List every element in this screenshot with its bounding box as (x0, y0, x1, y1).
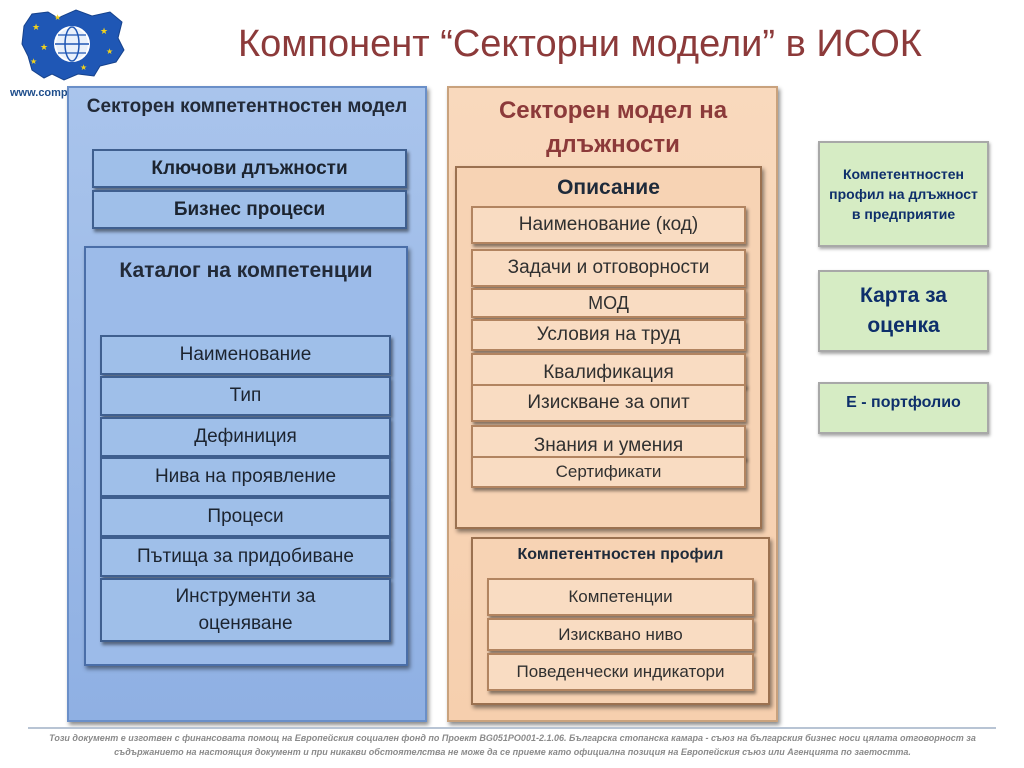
catalog-item-processes: Процеси (100, 497, 391, 537)
description-item-experience: Изискване за опит (471, 384, 746, 422)
catalog-item-proficiency-levels: Нива на проявление (100, 457, 391, 497)
svg-text:★: ★ (30, 57, 37, 66)
catalog-item-acquisition-paths: Пътища за придобиване (100, 537, 391, 577)
footer-disclaimer: Този документ е изготвен с финансовата п… (49, 733, 976, 757)
catalog-item-name: Наименование (100, 335, 391, 375)
enterprise-job-competency-profile-box: Компетентностен профил на длъжност в пре… (818, 141, 989, 247)
profile-item-competencies: Компетенции (487, 578, 754, 616)
svg-text:★: ★ (100, 26, 108, 36)
description-item-name-code: Наименование (код) (471, 206, 746, 244)
svg-text:★: ★ (40, 42, 48, 52)
website-link[interactable]: www.comp (10, 87, 68, 99)
svg-text:★: ★ (32, 22, 40, 32)
sectoral-job-model-heading: Секторен модел на длъжности (498, 97, 728, 158)
logo: ★ ★ ★ ★ ★ ★ ★ (18, 4, 130, 84)
description-item-working-conditions: Условия на труд (471, 319, 746, 351)
svg-text:★: ★ (106, 47, 113, 56)
competency-profile-heading: Компетентностен профил (517, 546, 724, 563)
catalog-item-assessment-tools: Инструменти за оценяване (100, 578, 391, 642)
description-item-knowledge-skills: Знания и умения (471, 425, 746, 459)
job-description-heading: Описание (557, 176, 660, 199)
assessment-card-box: Карта за оценка (818, 270, 989, 352)
catalog-item-type: Тип (100, 376, 391, 416)
bulgaria-map-logo-icon: ★ ★ ★ ★ ★ ★ ★ (21, 9, 125, 81)
description-item-tasks: Задачи и отговорности (471, 249, 746, 287)
page-title: Компонент “Секторни модели” в ИСОК (238, 23, 922, 65)
key-positions-box: Ключови длъжности (92, 149, 407, 188)
description-item-mod: МОД (471, 288, 746, 318)
footer-divider (28, 727, 996, 729)
description-item-certificates: Сертификати (471, 456, 746, 488)
profile-item-behavioral-indicators: Поведенчески индикатори (487, 653, 754, 691)
svg-text:★: ★ (54, 13, 61, 22)
competency-catalog-heading: Каталог на компетенции (119, 259, 373, 282)
e-portfolio-box: Е - портфолио (818, 382, 989, 434)
profile-item-required-level: Изисквано ниво (487, 618, 754, 651)
sectoral-competency-model-heading: Секторен компетентностен модел (86, 96, 408, 117)
catalog-item-definition: Дефиниция (100, 417, 391, 457)
svg-text:★: ★ (80, 63, 87, 72)
description-item-qualification: Квалификация (471, 353, 746, 387)
business-processes-box: Бизнес процеси (92, 190, 407, 229)
